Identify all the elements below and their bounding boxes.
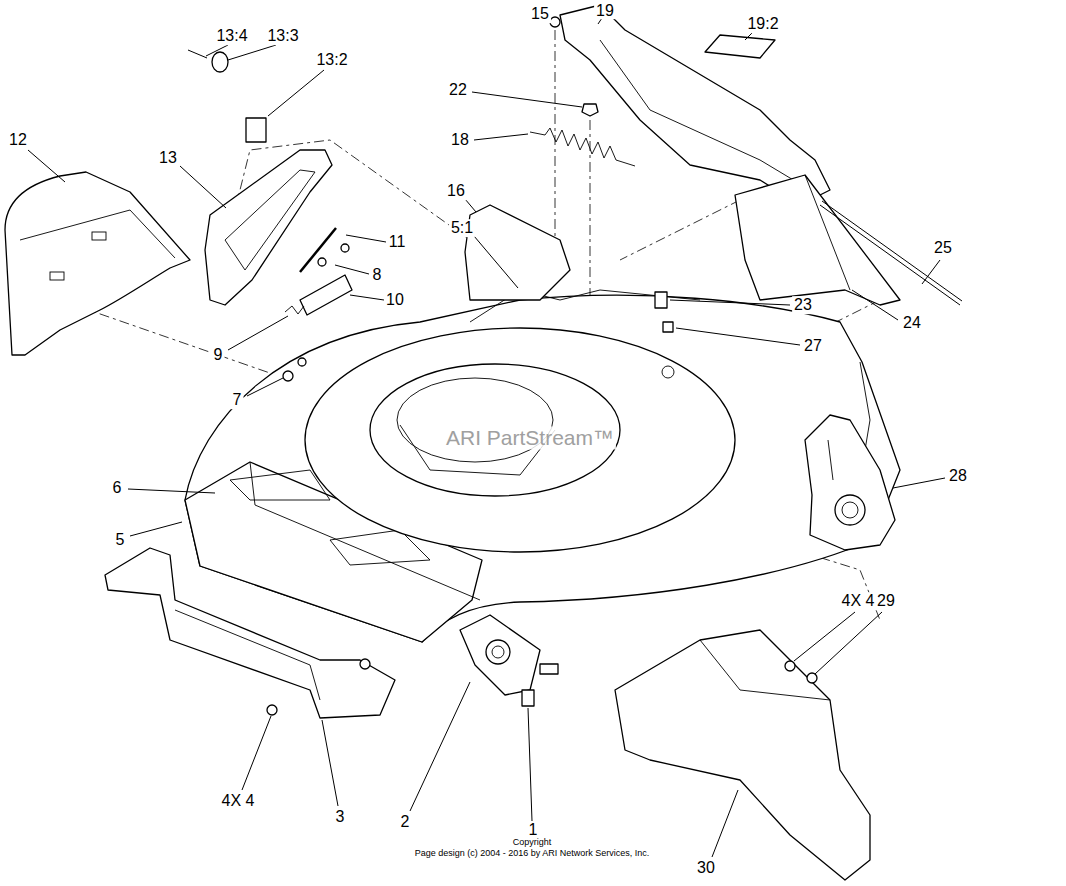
callout-number: 3 xyxy=(334,808,347,826)
callout-number: 23 xyxy=(792,296,814,314)
callout-number: 4X 4 xyxy=(220,792,257,810)
callout-number: 1 xyxy=(527,821,540,839)
callout-number: 5:1 xyxy=(449,219,475,237)
callout-number: 15 xyxy=(529,5,551,23)
callout-number: 4X 4 xyxy=(840,592,877,610)
callout-number: 12 xyxy=(7,131,29,149)
copyright-text: Copyright xyxy=(511,838,554,848)
copyright-text: Page design (c) 2004 - 2016 by ARI Netwo… xyxy=(413,849,652,859)
callout-number: 13:3 xyxy=(265,27,300,45)
front-plate xyxy=(460,615,558,706)
callout-number: 11 xyxy=(387,233,408,251)
callout-number: 9 xyxy=(212,346,225,364)
callout-number: 24 xyxy=(901,314,923,332)
watermark: ARI PartStream™ xyxy=(444,426,616,449)
handle-bracket xyxy=(188,50,332,305)
rear-bracket xyxy=(465,205,570,300)
callout-number: 13:4 xyxy=(214,27,249,45)
callout-number: 13 xyxy=(157,149,179,167)
callout-number: 8 xyxy=(371,266,384,284)
callout-number: 19 xyxy=(594,2,616,20)
rear-parts xyxy=(655,175,962,332)
callout-number: 27 xyxy=(802,337,824,355)
callout-number: 10 xyxy=(384,291,406,309)
callout-number: 29 xyxy=(875,592,897,610)
callout-number: 13:2 xyxy=(314,51,349,69)
callout-number: 6 xyxy=(111,479,124,497)
callout-number: 16 xyxy=(445,182,467,200)
front-bar xyxy=(105,548,395,718)
rear-flap xyxy=(5,172,190,355)
callout-number: 18 xyxy=(449,131,471,149)
callout-number: 28 xyxy=(947,467,969,485)
callout-number: 25 xyxy=(932,239,954,257)
small-hardware xyxy=(283,228,352,381)
callout-number: 19:2 xyxy=(745,15,780,33)
rear-guard xyxy=(615,630,870,880)
callout-number: 22 xyxy=(447,81,469,99)
side-plate xyxy=(805,415,895,550)
callout-number: 30 xyxy=(695,859,717,877)
callout-number: 2 xyxy=(399,813,412,831)
top-cover xyxy=(530,5,830,205)
callout-number: 5 xyxy=(114,531,127,549)
leader-lines xyxy=(28,18,945,857)
mower-deck xyxy=(185,290,900,642)
callout-number: 7 xyxy=(231,391,244,409)
